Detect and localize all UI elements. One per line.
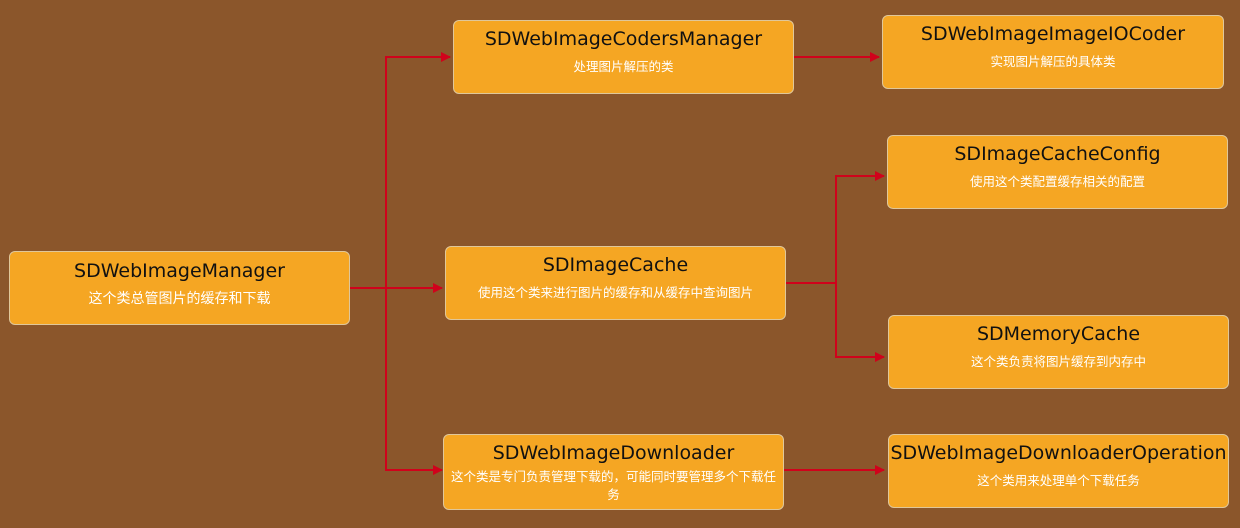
node-description: 处理图片解压的类 [573, 59, 674, 74]
node-description: 这个类负责将图片缓存到内存中 [970, 354, 1146, 369]
node-description: 这个类是专门负责管理下载的，可能同时要管理多个下载任务 [450, 469, 776, 502]
edge-manager-to-downloader [385, 288, 443, 475]
node-title: SDWebImageDownloaderOperation [890, 442, 1227, 464]
node-sdimagecacheconfig: SDImageCacheConfig 使用这个类配置缓存相关的配置 [887, 135, 1228, 209]
node-sdimagecache: SDImageCache 使用这个类来进行图片的缓存和从缓存中查询图片 [445, 246, 786, 320]
edge-manager-to-coders-manager [350, 52, 451, 289]
node-sdwebimagecodersmanager: SDWebImageCodersManager 处理图片解压的类 [453, 20, 794, 94]
node-description: 使用这个类配置缓存相关的配置 [969, 174, 1145, 189]
node-description: 这个类用来处理单个下载任务 [977, 473, 1140, 488]
node-title: SDMemoryCache [976, 323, 1141, 345]
node-description: 这个类总管图片的缓存和下载 [88, 291, 271, 307]
node-title: SDImageCacheConfig [954, 143, 1161, 165]
node-description: 使用这个类来进行图片的缓存和从缓存中查询图片 [477, 285, 753, 300]
node-title: SDWebImageManager [74, 260, 285, 282]
node-title: SDWebImageCodersManager [484, 28, 763, 50]
node-title: SDImageCache [542, 254, 689, 276]
node-sdwebimagedownloader: SDWebImageDownloader 这个类是专门负责管理下载的，可能同时要… [443, 434, 784, 510]
node-title: SDWebImageDownloader [492, 442, 735, 464]
node-sdwebimagedownloaderoperation: SDWebImageDownloaderOperation 这个类用来处理单个下… [888, 434, 1229, 508]
node-title: SDWebImageImageIOCoder [920, 23, 1186, 45]
node-sdmemorycache: SDMemoryCache 这个类负责将图片缓存到内存中 [888, 315, 1229, 389]
node-sdwebimageimageiocoder: SDWebImageImageIOCoder 实现图片解压的具体类 [882, 15, 1224, 89]
edge-image-cache-to-cache-config [785, 171, 885, 284]
node-sdwebimagemanager: SDWebImageManager 这个类总管图片的缓存和下载 [9, 251, 350, 325]
edge-image-cache-to-memory-cache [835, 283, 885, 362]
node-description: 实现图片解压的具体类 [990, 54, 1116, 69]
